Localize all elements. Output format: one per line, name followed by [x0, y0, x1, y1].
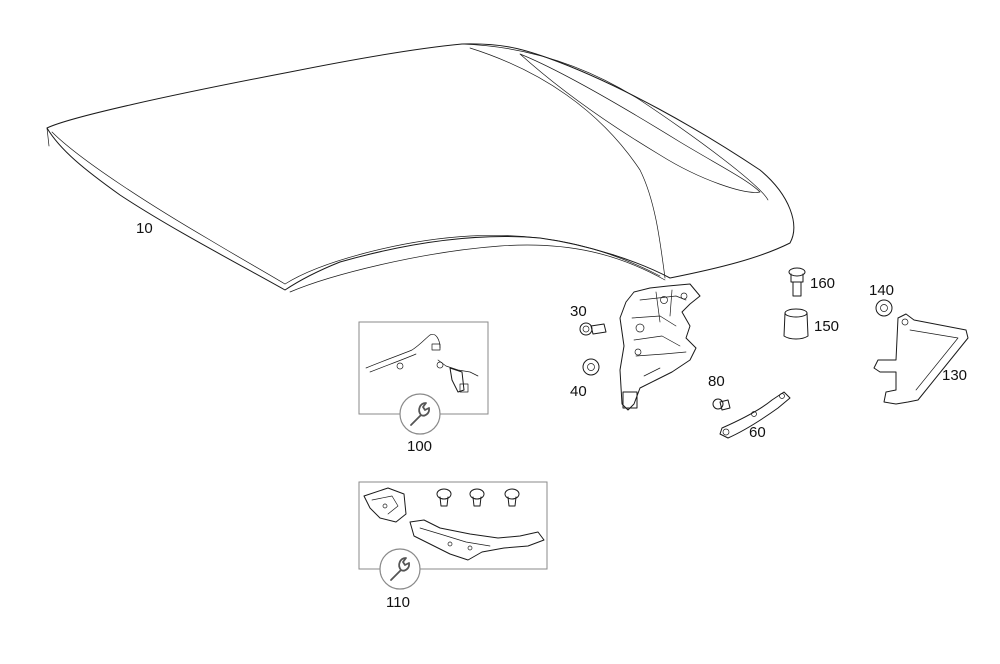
callout-160: 160	[810, 275, 835, 292]
bracket-60[interactable]	[719, 391, 791, 439]
callout-130: 130	[942, 367, 967, 384]
callout-150: 150	[814, 318, 839, 335]
bolt-160[interactable]	[788, 267, 806, 297]
bumper-150[interactable]	[783, 308, 809, 340]
wrench-icon	[379, 548, 421, 590]
callout-140: 140	[869, 282, 894, 299]
bolt-80[interactable]	[712, 398, 731, 411]
callout-60: 60	[749, 424, 766, 441]
roof-panel[interactable]	[46, 43, 795, 293]
callout-100: 100	[407, 438, 432, 455]
hinge-mechanism[interactable]	[619, 283, 701, 411]
callout-110: 110	[386, 594, 410, 611]
callout-30: 30	[570, 303, 587, 320]
bolt-30[interactable]	[579, 322, 607, 336]
nut-140[interactable]	[875, 299, 893, 317]
repair-kit-box[interactable]	[358, 481, 548, 570]
callout-10: 10	[136, 220, 153, 237]
screw-2	[469, 488, 485, 507]
callout-80: 80	[708, 373, 725, 390]
screw-3	[504, 488, 520, 507]
wrench-icon	[399, 393, 441, 435]
nut-40[interactable]	[582, 358, 600, 376]
bracket-130[interactable]	[873, 313, 969, 405]
screw-1	[436, 488, 452, 507]
callout-40: 40	[570, 383, 587, 400]
